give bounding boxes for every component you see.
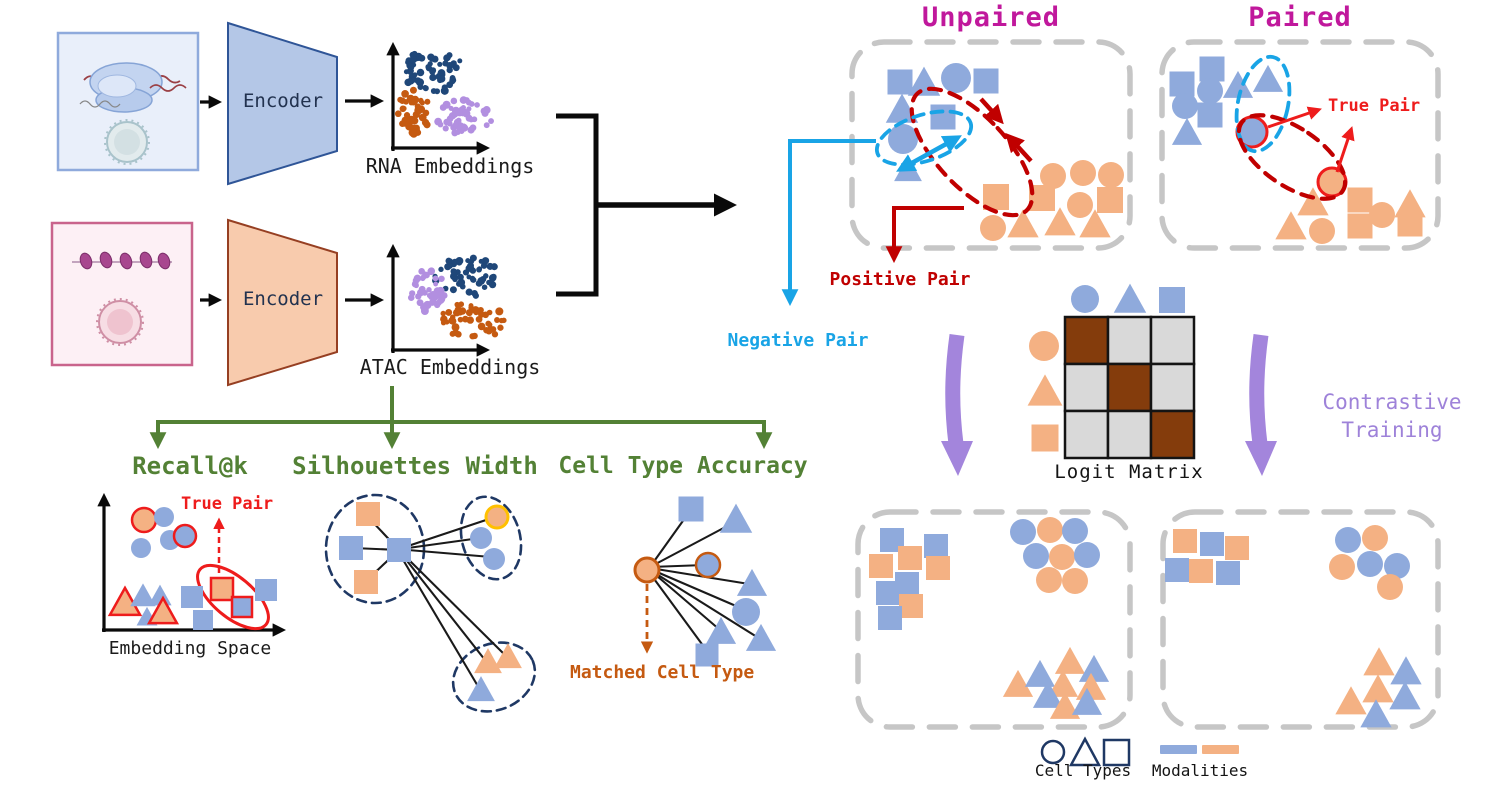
true-pair-arrow bbox=[1267, 106, 1322, 129]
rna-encoder bbox=[227, 21, 338, 186]
cell-icon bbox=[96, 298, 144, 346]
rna-input-image bbox=[56, 31, 200, 172]
unpaired-panel bbox=[849, 39, 1133, 251]
positive-pair-label: Positive Pair bbox=[829, 269, 971, 290]
atac-encoder-label: Encoder bbox=[242, 288, 324, 310]
unpaired-atac-cluster bbox=[980, 160, 1124, 241]
silhouette-points bbox=[339, 502, 522, 702]
true-pair-arrow bbox=[1335, 126, 1355, 173]
recall-title: Recall@k bbox=[132, 452, 248, 480]
contrastive-arrow-right bbox=[1245, 333, 1277, 476]
cell-icon bbox=[104, 119, 150, 165]
recall-points bbox=[107, 506, 277, 630]
recall-true-pair-label: True Pair bbox=[181, 494, 274, 514]
atac-embedding-plot bbox=[386, 243, 507, 357]
nucleosome-beads-icon bbox=[79, 251, 171, 270]
silhouette-cluster-outline bbox=[451, 641, 537, 713]
logit-matrix-label: Logit Matrix bbox=[1054, 461, 1204, 483]
unpaired-title: Unpaired bbox=[921, 2, 1061, 33]
contrastive-training-label-line1: Contrastive bbox=[1322, 390, 1462, 414]
silhouettes-title: Silhouettes Width bbox=[292, 452, 538, 480]
negative-pair-ellipse bbox=[874, 109, 974, 167]
atac-embedding-clusters bbox=[407, 254, 507, 340]
paired-negative-ellipse bbox=[1234, 54, 1292, 154]
legend-cell-types-label: Cell Types bbox=[1034, 761, 1132, 780]
legend-modalities-label: Modalities bbox=[1151, 761, 1249, 780]
legend-rna-modality-swatch bbox=[1160, 745, 1197, 754]
paired-atac-cluster bbox=[1275, 166, 1426, 244]
embedding-space-label: Embedding Space bbox=[108, 638, 272, 659]
flow-arrows bbox=[200, 94, 385, 307]
atac-input-image bbox=[50, 221, 194, 367]
legend-circle-icon bbox=[1040, 739, 1066, 765]
legend-triangle-icon bbox=[1068, 736, 1102, 767]
output-panel-right bbox=[1160, 509, 1441, 730]
rna-embedding-plot bbox=[386, 41, 495, 155]
celltype-match-lines bbox=[648, 510, 758, 652]
atac-embeddings-label: ATAC Embeddings bbox=[359, 355, 541, 379]
contrastive-arrow-left bbox=[941, 333, 973, 476]
logit-matrix-row-shapes bbox=[1027, 331, 1063, 452]
logit-matrix bbox=[1027, 283, 1196, 460]
negative-pair-push-arrow bbox=[896, 135, 962, 172]
paired-rna-cluster bbox=[1169, 56, 1284, 149]
negative-pair-connector bbox=[781, 139, 876, 307]
paired-panel bbox=[1159, 39, 1441, 251]
true-pair-label: True Pair bbox=[1328, 96, 1421, 116]
negative-pair-label: Negative Pair bbox=[727, 330, 869, 351]
legend bbox=[1040, 736, 1239, 767]
merge-bracket bbox=[556, 113, 737, 297]
rna-embedding-clusters bbox=[394, 50, 495, 138]
silhouette-cluster-outline bbox=[459, 495, 523, 581]
aligned-clusters-right bbox=[1165, 525, 1422, 728]
legend-square-icon bbox=[1102, 738, 1131, 767]
paired-title: Paired bbox=[1248, 2, 1352, 33]
positive-pair-pull-arrow bbox=[1005, 132, 1033, 163]
positive-pair-connector bbox=[885, 206, 964, 264]
legend-atac-modality-swatch bbox=[1202, 745, 1239, 754]
metric-split-arrows bbox=[149, 386, 773, 450]
recall-true-pair-ellipse bbox=[196, 563, 270, 631]
positive-pair-pull-arrow bbox=[979, 97, 1004, 125]
contrastive-training-label-line2: Training bbox=[1341, 418, 1443, 442]
paired-positive-ellipse bbox=[1236, 113, 1348, 201]
output-panel-left bbox=[855, 509, 1133, 730]
positive-pair-ellipse bbox=[909, 86, 1035, 218]
rna-embeddings-label: RNA Embeddings bbox=[365, 154, 535, 178]
aligned-clusters-left bbox=[869, 517, 1110, 719]
matched-cell-type-label: Matched Cell Type bbox=[570, 662, 755, 683]
logit-matrix-cells bbox=[1063, 315, 1196, 460]
recall-plot bbox=[97, 492, 287, 637]
atac-encoder bbox=[227, 218, 338, 387]
silhouette-cluster-outline bbox=[324, 493, 426, 605]
rna-encoder-label: Encoder bbox=[242, 90, 324, 112]
celltype-points bbox=[633, 496, 777, 667]
logit-matrix-column-shapes bbox=[1071, 283, 1185, 313]
silhouette-plot bbox=[324, 493, 537, 713]
celltype-plot bbox=[633, 496, 777, 667]
cell-type-accuracy-title: Cell Type Accuracy bbox=[558, 453, 808, 479]
